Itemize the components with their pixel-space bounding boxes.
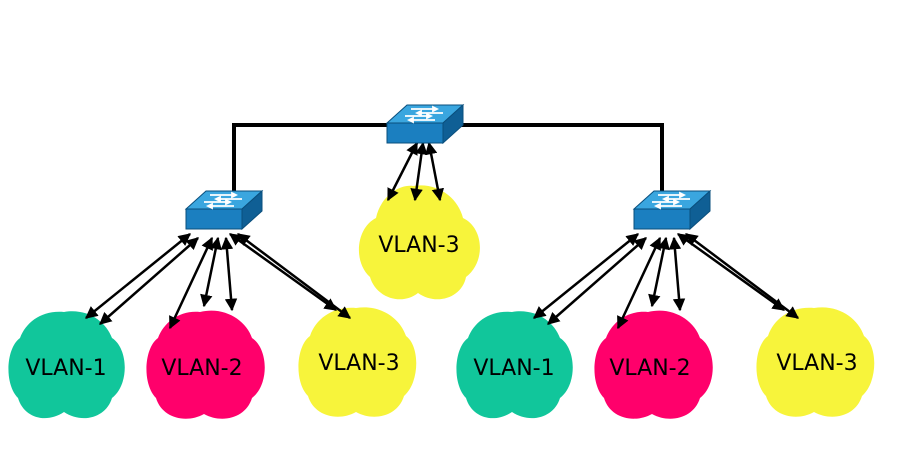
- cloud-core-vlan3: VLAN-3: [358, 185, 480, 300]
- cloud-label: VLAN-1: [473, 356, 554, 381]
- access-links-right: [533, 232, 799, 330]
- cloud-right-vlan3: VLAN-3: [756, 307, 875, 417]
- access-links-left: [85, 232, 351, 330]
- access-link-arrow: [237, 233, 351, 319]
- trunk-link-right: [450, 123, 664, 197]
- access-link-arrow: [676, 232, 786, 312]
- cloud-left-vlan2: VLAN-2: [146, 310, 265, 419]
- access-link-arrow: [533, 233, 639, 319]
- cloud-label: VLAN-2: [161, 356, 242, 381]
- switch-right: [632, 189, 712, 231]
- cloud-shape: [358, 185, 480, 300]
- access-link-arrow: [200, 236, 222, 308]
- cloud-shape: [594, 310, 713, 419]
- access-link-arrow: [410, 141, 428, 202]
- switch-left: [184, 189, 264, 231]
- cloud-label: VLAN-3: [378, 233, 459, 258]
- access-link-arrow: [685, 233, 799, 319]
- access-link-arrow: [99, 237, 199, 325]
- access-link-arrow: [668, 236, 686, 312]
- cloud-label: VLAN-3: [318, 351, 399, 376]
- cloud-label: VLAN-2: [609, 356, 690, 381]
- switch-icon: [632, 189, 712, 231]
- cloud-shape: [146, 310, 265, 419]
- cloud-shape: [8, 311, 125, 419]
- cloud-right-vlan1: VLAN-1: [456, 311, 573, 419]
- access-link-arrow: [85, 233, 191, 319]
- switch-icon: [385, 103, 465, 145]
- cloud-shape: [756, 307, 875, 417]
- cloud-shape: [456, 311, 573, 419]
- cloud-left-vlan3: VLAN-3: [298, 307, 417, 417]
- cloud-shape: [298, 307, 417, 417]
- cloud-label: VLAN-3: [776, 351, 857, 376]
- access-link-arrow: [424, 141, 445, 202]
- cloud-right-vlan2: VLAN-2: [594, 310, 713, 419]
- trunk-link-left: [232, 123, 400, 197]
- access-link-arrow: [228, 232, 338, 312]
- access-link-arrow: [648, 236, 670, 308]
- cloud-left-vlan1: VLAN-1: [8, 311, 125, 419]
- access-links-core: [386, 141, 445, 202]
- switch-core: [385, 103, 465, 145]
- access-link-arrow: [547, 237, 647, 325]
- cloud-label: VLAN-1: [25, 356, 106, 381]
- switch-icon: [184, 189, 264, 231]
- access-link-arrow: [220, 236, 238, 312]
